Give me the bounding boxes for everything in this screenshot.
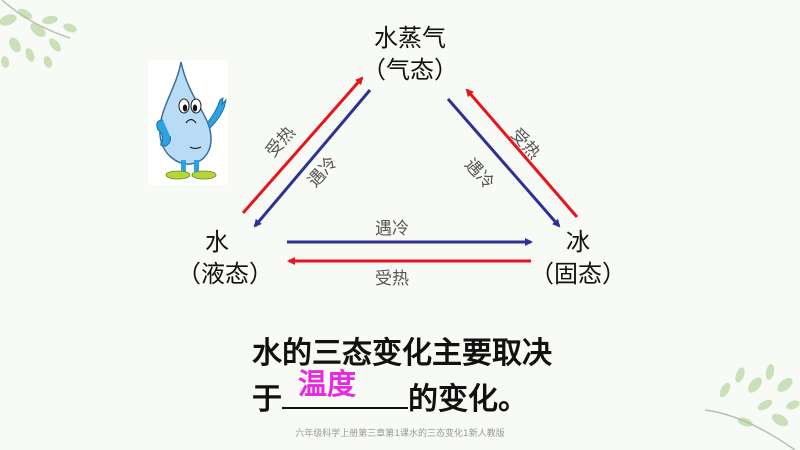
answer-text: 温度 (298, 367, 357, 401)
question-prefix: 于 (252, 382, 282, 417)
state-liquid-phase: （液态） (177, 260, 273, 288)
state-gas: 水蒸气 （气态） (350, 22, 470, 86)
arrow-gas-to-liquid (253, 89, 372, 228)
leaves-decoration-bottom-right (705, 364, 800, 450)
arrow-liquid-to-gas (241, 76, 364, 214)
state-solid-name: 冰 (566, 228, 590, 256)
state-solid: 冰 （固态） (518, 226, 638, 290)
answer-blank: 温度 (282, 367, 408, 409)
state-liquid-name: 水 (205, 228, 229, 256)
question-line-1: 水的三态变化主要取决 (252, 336, 552, 371)
arrow-gas-to-solid (446, 98, 561, 228)
arrow-solid-to-gas (465, 88, 579, 218)
question-suffix: 的变化。 (408, 382, 528, 417)
leaves-decoration-top-left (0, 0, 77, 68)
state-gas-name: 水蒸气 (374, 24, 446, 52)
water-drop-character-icon (148, 60, 228, 185)
question-line-2: 于温度 的变化。 (252, 367, 552, 421)
label-solid-to-liquid: 受热 (375, 269, 409, 289)
footer-caption: 六年级科学上册第三章第1课水的三态变化1新人教版 (295, 429, 505, 439)
state-solid-phase: （固态） (530, 260, 626, 288)
question-text: 水的三态变化主要取决 于温度 的变化。 (252, 333, 552, 421)
state-liquid: 水 （液态） (165, 226, 285, 290)
label-liquid-to-solid: 遇冷 (375, 219, 409, 239)
state-gas-phase: （气态） (362, 56, 458, 84)
